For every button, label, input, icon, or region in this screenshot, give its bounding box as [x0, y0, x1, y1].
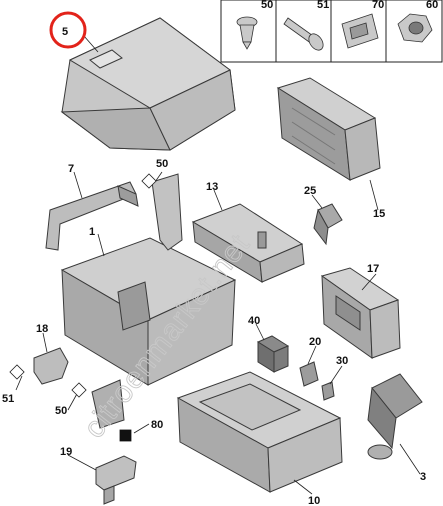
nut-icon	[397, 13, 433, 43]
main-fuse-box	[176, 371, 343, 493]
callout-19: 19	[60, 446, 72, 458]
callout-1: 1	[89, 226, 95, 238]
fuse-box-cover	[60, 17, 236, 151]
callout-51: 51	[2, 393, 14, 405]
callout-13: 13	[206, 181, 218, 193]
callout-50-upper: 50	[156, 158, 168, 170]
relay-board	[191, 203, 305, 283]
fastener-markers	[9, 173, 157, 442]
fuse-module	[276, 77, 381, 181]
callout-15: 15	[373, 208, 385, 220]
cable-clip	[33, 347, 69, 385]
leader-lines	[15, 35, 421, 495]
callout-3: 3	[420, 471, 426, 483]
legend-label-70: 70	[372, 0, 384, 11]
rivet-pin-icon	[283, 17, 324, 51]
push-clip-icon	[236, 16, 258, 50]
relay-40	[256, 335, 290, 373]
fuse-box-body	[60, 173, 237, 429]
callout-20: 20	[309, 336, 321, 348]
callout-10: 10	[308, 495, 320, 506]
highlight-circle	[49, 11, 87, 49]
legend-label-51: 51	[317, 0, 329, 11]
support-bracket	[45, 181, 139, 251]
fuse-30	[321, 381, 335, 401]
callout-7: 7	[68, 163, 74, 175]
callout-25: 25	[304, 185, 316, 197]
fuse-20	[299, 361, 319, 387]
callout-40: 40	[248, 315, 260, 327]
legend-box: 50 51 70 60	[220, 0, 443, 63]
relay-plate	[320, 267, 401, 359]
legend-label-60: 60	[426, 0, 438, 11]
callout-18: 18	[36, 323, 48, 335]
legend-label-50: 50	[261, 0, 273, 11]
retaining-clip-icon	[341, 13, 379, 49]
callout-50-lower: 50	[55, 405, 67, 417]
callout-labels: 5 7 50 1 13 25 15 17 18 51 50 40 20 30 8…	[2, 26, 426, 506]
connector-3	[367, 373, 423, 460]
mounting-bracket	[95, 455, 137, 505]
callout-17: 17	[367, 263, 379, 275]
callout-80: 80	[151, 419, 163, 431]
callout-30: 30	[336, 355, 348, 367]
small-relay	[313, 203, 343, 246]
callout-5: 5	[62, 26, 68, 38]
